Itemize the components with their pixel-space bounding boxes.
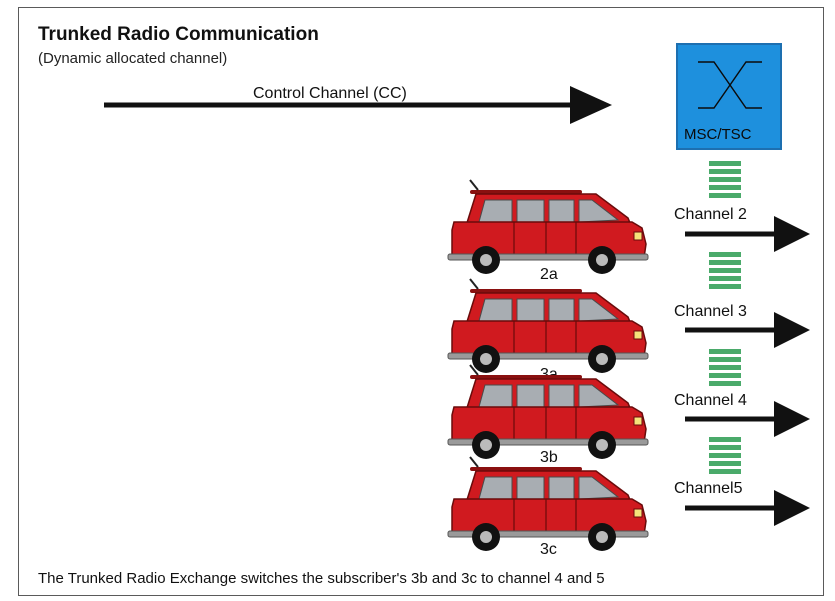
car-icon xyxy=(447,456,649,552)
vehicle-label: 3c xyxy=(540,541,557,558)
exchange-label: MSC/TSC xyxy=(684,126,752,143)
channel-indicator-icon xyxy=(709,252,741,289)
channel-indicator-icon xyxy=(709,437,741,474)
channel-indicator-icon xyxy=(709,349,741,386)
exchange-box xyxy=(676,43,782,150)
vehicle-label: 2a xyxy=(540,266,558,283)
channel-label: Channel 3 xyxy=(674,303,747,320)
control-channel-label: Control Channel (CC) xyxy=(253,85,407,102)
diagram-title: Trunked Radio Communication xyxy=(38,24,319,45)
channel-arrow-icon xyxy=(685,312,810,348)
channel-label: Channel5 xyxy=(674,480,743,497)
switch-icon xyxy=(698,61,762,109)
channel-arrow-icon xyxy=(685,401,810,437)
vehicle-label: 3b xyxy=(540,449,558,466)
diagram-subtitle: (Dynamic allocated channel) xyxy=(38,50,228,67)
car-icon xyxy=(447,278,649,374)
diagram-caption: The Trunked Radio Exchange switches the … xyxy=(38,570,605,587)
car-icon xyxy=(447,179,649,275)
channel-indicator-icon xyxy=(709,161,741,198)
channel-label: Channel 4 xyxy=(674,392,747,409)
channel-arrow-icon xyxy=(685,216,810,252)
channel-arrow-icon xyxy=(685,490,810,526)
control-channel-arrow-icon xyxy=(104,86,612,124)
channel-label: Channel 2 xyxy=(674,206,747,223)
car-icon xyxy=(447,364,649,460)
